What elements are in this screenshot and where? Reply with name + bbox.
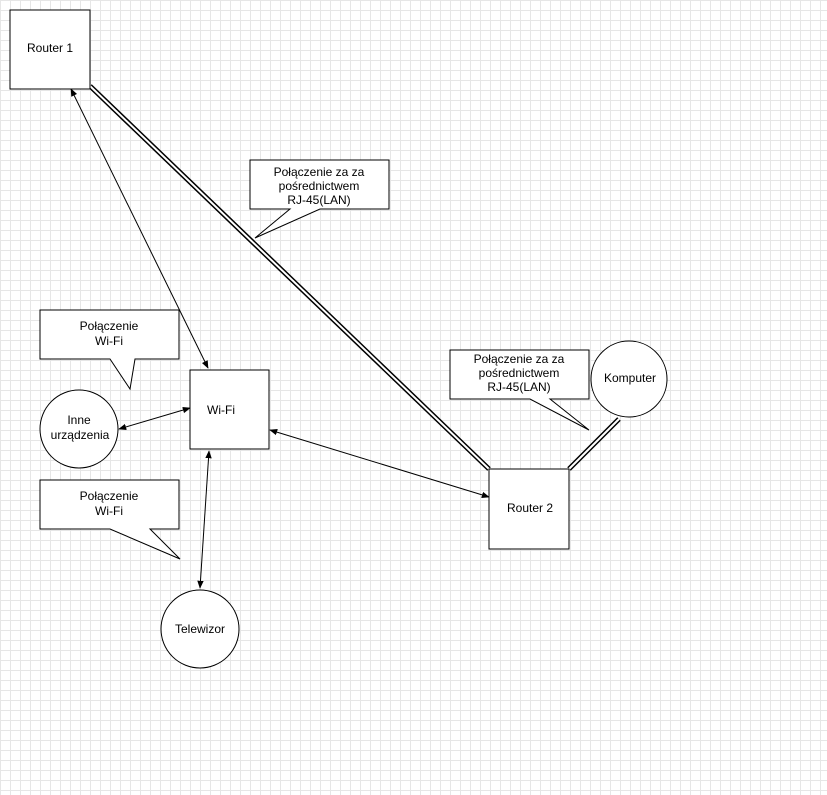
callout-wifi-upper-line2: Wi-Fi [95, 334, 123, 348]
callout-lan-top: Połączenie za za pośrednictwem RJ-45(LAN… [249, 159, 390, 239]
callout-lan-top-line3: RJ-45(LAN) [287, 193, 350, 207]
node-wifi-label: Wi-Fi [207, 403, 235, 417]
wifi-link-wifi-telewizor [197, 450, 212, 589]
node-wifi[interactable]: Wi-Fi [189, 369, 270, 450]
wifi-link-router1-wifi [70, 88, 209, 369]
callout-wifi-lower: Połączenie Wi-Fi [39, 479, 181, 560]
callout-wifi-upper-line1: Połączenie [80, 319, 139, 333]
node-router2[interactable]: Router 2 [488, 468, 570, 550]
callout-lan-top-line2: pośrednictwem [279, 179, 360, 193]
callout-lan-right-line2: pośrednictwem [479, 366, 560, 380]
callout-lan-top-line1: Połączenie za za [274, 165, 365, 179]
node-router1[interactable]: Router 1 [9, 9, 91, 90]
callout-wifi-lower-line1: Połączenie [80, 489, 139, 503]
lan-link-router1-router2 [88, 84, 491, 471]
node-komputer-label: Komputer [604, 371, 656, 385]
node-telewizor-label: Telewizor [175, 622, 225, 636]
callout-lan-right-line3: RJ-45(LAN) [487, 380, 550, 394]
node-inne-urzadzenia[interactable]: Inne urządzenia [39, 389, 119, 469]
node-router2-label: Router 2 [507, 501, 553, 515]
wifi-link-wifi-inne [118, 406, 191, 431]
callout-lan-right-line1: Połączenie za za [474, 352, 565, 366]
callout-lan-right: Połączenie za za pośrednictwem RJ-45(LAN… [449, 349, 590, 431]
node-router1-label: Router 1 [27, 41, 73, 55]
wifi-link-wifi-router2 [269, 429, 490, 498]
node-telewizor[interactable]: Telewizor [160, 589, 240, 669]
callout-wifi-upper: Połączenie Wi-Fi [39, 309, 180, 391]
node-komputer[interactable]: Komputer [590, 340, 668, 418]
lan-link-router2-komputer [567, 417, 621, 471]
node-inne-label-line1: Inne [67, 413, 91, 427]
node-inne-label-line2: urządzenia [51, 428, 110, 442]
callout-wifi-lower-line2: Wi-Fi [95, 504, 123, 518]
